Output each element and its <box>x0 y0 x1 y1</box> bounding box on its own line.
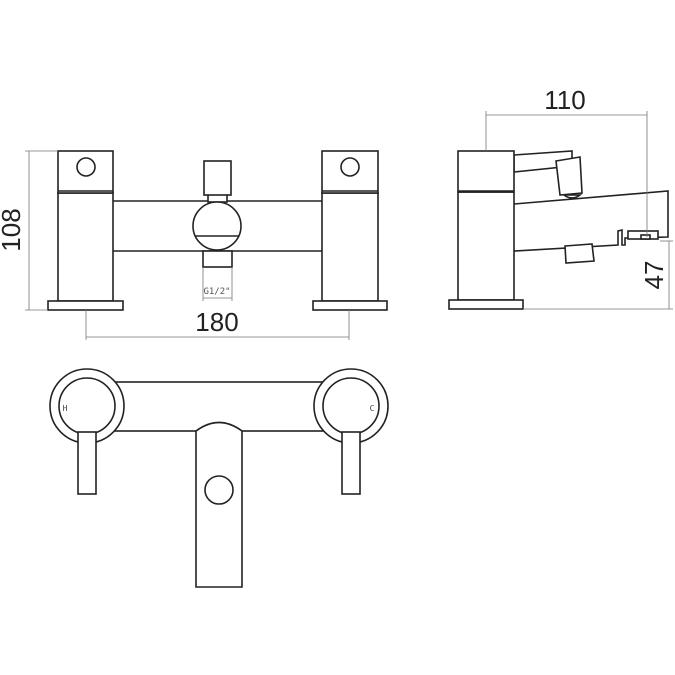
left-pillar <box>47 150 124 311</box>
thread-label: G1/2" <box>203 287 230 297</box>
cold-label: C <box>370 404 375 413</box>
top-view: H C <box>49 368 389 588</box>
lever-handle <box>555 156 583 196</box>
diverter-knob <box>204 475 234 505</box>
front-view: G1/2" 108 180 <box>0 150 388 340</box>
indicator-circle <box>340 157 360 177</box>
right-pillar <box>312 150 388 311</box>
hot-label: H <box>63 404 68 413</box>
hot-handle: H <box>49 368 125 495</box>
base-plate <box>312 300 388 311</box>
base-plate <box>448 299 524 310</box>
diverter <box>192 160 242 268</box>
side-view: 110 47 <box>448 85 673 310</box>
spout-aerator <box>564 243 595 264</box>
height-dimension: 108 <box>0 208 26 251</box>
cold-handle: C <box>313 368 389 495</box>
hose-outlet <box>202 250 233 268</box>
spout-height-dimension: 47 <box>639 261 669 290</box>
indicator-circle <box>76 157 96 177</box>
depth-dimension: 110 <box>544 85 585 115</box>
spout <box>504 190 669 252</box>
base-plate <box>47 300 124 311</box>
width-dimension: 180 <box>195 307 238 337</box>
